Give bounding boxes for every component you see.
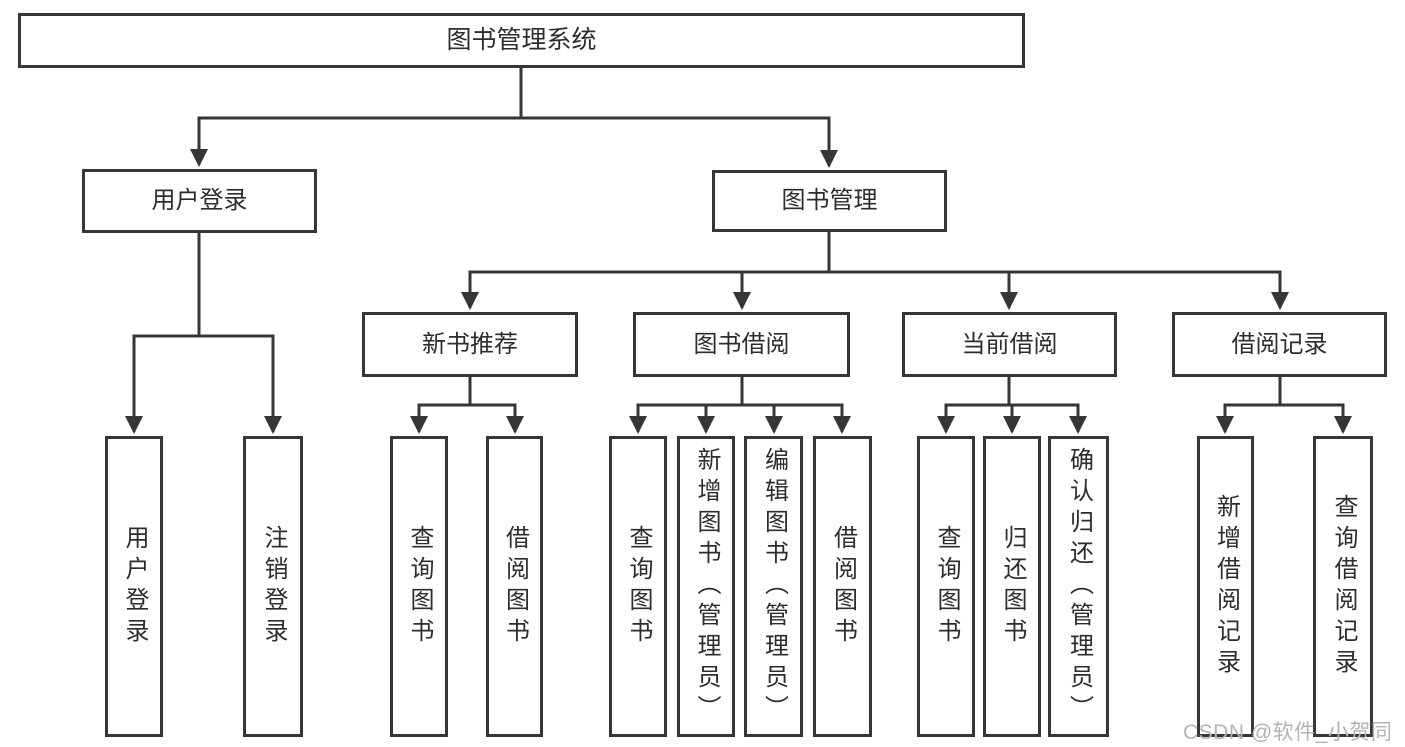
leaf-query-books-3: 查询图书 (917, 436, 975, 737)
leaf-user-login-label: 用户登录 (121, 524, 148, 649)
connector-mgmt-to-current-borrow (827, 232, 1018, 310)
leaf-query-borrow-record: 查询借阅记录 (1313, 436, 1373, 737)
connector-root-to-book-management (519, 68, 838, 168)
leaf-add-books-admin: 新增图书（管理员） (677, 436, 735, 737)
leaf-logout-label: 注销登录 (260, 524, 287, 649)
leaf-add-borrow-record-label: 新增借阅记录 (1212, 493, 1240, 680)
node-current-borrow: 当前借阅 (902, 312, 1117, 377)
node-new-book-recommend: 新书推荐 (362, 312, 578, 377)
leaf-return-books-label: 归还图书 (999, 524, 1026, 649)
leaf-borrow-books-2: 借阅图书 (813, 436, 872, 737)
leaf-borrow-books-1-label: 借阅图书 (501, 524, 529, 649)
leaf-query-books-1: 查询图书 (390, 436, 448, 737)
connector-records-leaf1 (1216, 377, 1282, 434)
csdn-watermark: CSDN @软件_小贺同学 (1183, 721, 1393, 744)
connector-mgmt-to-new-book (461, 232, 831, 310)
leaf-query-borrow-record-label: 查询借阅记录 (1330, 493, 1357, 680)
leaf-query-books-2: 查询图书 (609, 436, 667, 737)
leaf-return-books: 归还图书 (983, 436, 1041, 737)
connector-root-to-user-login (190, 68, 523, 167)
node-user-login: 用户登录 (82, 169, 317, 233)
connector-newbook-leaf1 (410, 377, 472, 434)
connector-bookborrow-leaf4 (740, 377, 851, 434)
connector-newbook-leaf2 (468, 377, 524, 434)
node-book-borrow: 图书借阅 (633, 312, 850, 377)
leaf-confirm-return-admin: 确认归还（管理员） (1048, 436, 1109, 737)
leaf-query-books-2-label: 查询图书 (625, 524, 652, 649)
node-library-management-system: 图书管理系统 (18, 13, 1025, 68)
leaf-edit-books-admin: 编辑图书（管理员） (744, 436, 803, 737)
leaf-query-books-1-label: 查询图书 (406, 524, 433, 649)
connector-mgmt-to-book-borrow (733, 232, 831, 310)
leaf-logout: 注销登录 (243, 436, 303, 737)
leaf-add-books-admin-label: 新增图书（管理员） (693, 447, 720, 726)
leaf-edit-books-admin-label: 编辑图书（管理员） (760, 447, 788, 726)
leaf-user-login: 用户登录 (105, 436, 163, 737)
node-book-management: 图书管理 (712, 170, 947, 232)
leaf-query-books-3-label: 查询图书 (933, 524, 960, 649)
connector-currentborrow-leaf3 (1007, 377, 1087, 434)
connector-mgmt-to-borrow-records (827, 232, 1289, 310)
leaf-borrow-books-2-label: 借阅图书 (829, 524, 857, 649)
connector-bookborrow-leaf2 (697, 377, 744, 434)
leaf-confirm-return-admin-label: 确认归还（管理员） (1065, 447, 1093, 726)
leaf-add-borrow-record: 新增借阅记录 (1197, 436, 1254, 737)
connector-user-login-to-login-leaf (125, 233, 201, 434)
connector-user-login-to-logout-leaf (197, 233, 282, 434)
leaf-borrow-books-1: 借阅图书 (486, 436, 543, 737)
connector-currentborrow-leaf1 (937, 377, 1011, 434)
connector-records-leaf2 (1278, 377, 1352, 434)
node-borrow-records: 借阅记录 (1172, 312, 1387, 377)
